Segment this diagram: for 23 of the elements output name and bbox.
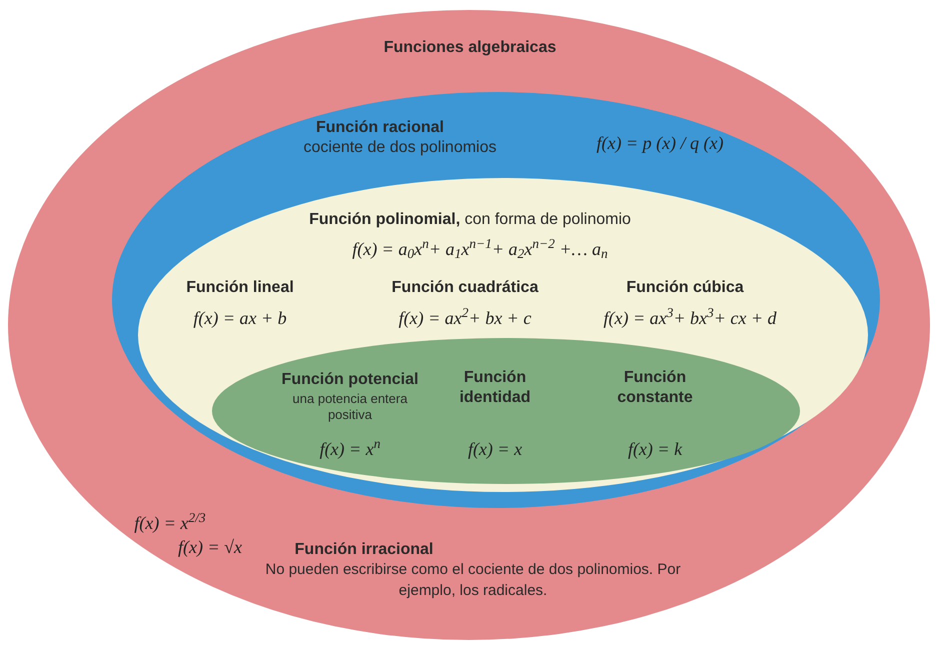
formula: f(x) = x$^{2/3}$ [133, 510, 207, 535]
heading: Función lineal [185, 278, 295, 298]
heading: Función constante [616, 368, 694, 408]
formula: f(x) = ax + b [192, 307, 288, 330]
formula: f(x) = ax$^{3}$+ bx$^{3}$+ cx + d [602, 305, 778, 330]
formula: f(x) = k [626, 438, 684, 461]
heading: Función potencial [280, 370, 420, 390]
heading: Función racional [314, 118, 445, 138]
formula: f(x) = p (x) / q (x) [595, 132, 725, 155]
formula: f(x) = ax$^{2}$+ bx + c [398, 305, 532, 330]
formula: f(x) = √x [177, 536, 243, 559]
description: No pueden escribirse como el cociente de dos polinomios. Por ejemplo, los radicales. [264, 560, 682, 601]
description: cociente de dos polinomios [302, 138, 498, 158]
heading: Función polinomial, con forma de polinomio [308, 210, 632, 230]
formula: f(x) = x$^{n}$ [318, 436, 382, 461]
heading: Función irracional [294, 540, 434, 560]
title: Funciones algebraicas [382, 38, 558, 58]
formula: f(x) = x [466, 438, 524, 461]
description: una potencia entera positiva [292, 391, 408, 424]
heading: Función cuadrática [390, 278, 540, 298]
heading: Función identidad [458, 368, 532, 408]
heading: Función cúbica [625, 278, 745, 298]
formula: f(x) = a$_{0}$x$^{n}$+ a$_{1}$x$^{n−1}$+ a$_{2}$x$^{n−2}$ +… a$_{n}$ [351, 236, 609, 263]
